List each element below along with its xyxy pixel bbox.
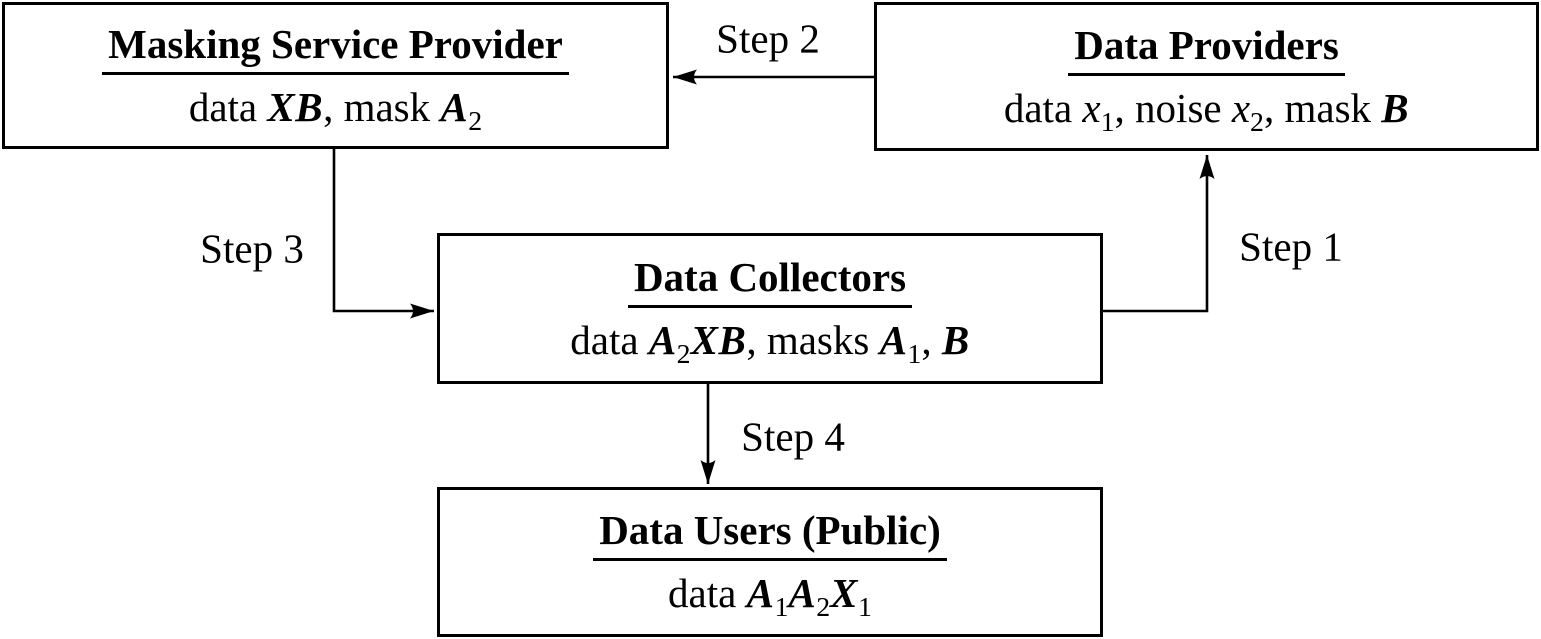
body-text: data xyxy=(668,570,747,616)
math-subscript: 2 xyxy=(1250,106,1264,138)
math-subscript: 1 xyxy=(1100,106,1115,138)
body-text: data xyxy=(1003,84,1083,131)
math-symbol: X xyxy=(830,570,859,616)
math-symbol: XB xyxy=(690,316,747,363)
math-symbol: A xyxy=(440,83,469,130)
data-users-body: data A1A2X1 xyxy=(668,570,872,622)
step3-arrow xyxy=(332,149,434,319)
math-subscript: 1 xyxy=(774,592,789,624)
body-text: data xyxy=(188,83,268,130)
body-text: , mask xyxy=(1263,84,1382,131)
box-data-users: Data Users (Public) data A1A2X1 xyxy=(437,487,1103,637)
body-text: , mask xyxy=(323,83,441,130)
step1-label: Step 1 xyxy=(1239,223,1343,270)
body-text: , masks xyxy=(746,316,880,363)
data-collectors-body: data A2XB, masks A1, B xyxy=(570,316,970,368)
data-users-title: Data Users (Public) xyxy=(593,510,947,561)
box-data-collectors: Data Collectors data A2XB, masks A1, B xyxy=(437,233,1103,384)
masking-service-provider-body: data XB, mask A2 xyxy=(188,83,482,135)
math-symbol: x xyxy=(1231,84,1251,131)
math-symbol: B xyxy=(941,316,970,363)
masking-service-provider-title: Masking Service Provider xyxy=(102,23,569,75)
body-text: , noise xyxy=(1114,84,1232,131)
math-symbol: A xyxy=(746,570,775,616)
step3-label: Step 3 xyxy=(200,225,304,272)
box-masking-service-provider: Masking Service Provider data XB, mask A… xyxy=(2,2,669,149)
data-providers-body: data x1, noise x2, mask B xyxy=(1003,84,1410,136)
body-text: data xyxy=(570,316,649,363)
math-subscript: 2 xyxy=(676,338,691,370)
data-providers-title: Data Providers xyxy=(1068,24,1345,76)
box-data-providers: Data Providers data x1, noise x2, mask B xyxy=(874,2,1539,151)
step4-label: Step 4 xyxy=(741,413,845,460)
step1-arrow xyxy=(1101,155,1215,313)
math-subscript: 2 xyxy=(468,105,483,137)
data-collectors-title: Data Collectors xyxy=(627,256,913,308)
math-symbol: A xyxy=(648,316,677,363)
math-symbol: A xyxy=(788,570,817,616)
math-subscript: 1 xyxy=(858,592,872,624)
step2-label: Step 2 xyxy=(716,15,820,62)
math-symbol: x xyxy=(1082,84,1101,131)
body-text: , xyxy=(921,316,942,363)
math-symbol: B xyxy=(1381,84,1410,131)
math-symbol: A xyxy=(879,316,908,363)
math-subscript: 1 xyxy=(907,338,922,370)
math-symbol: XB xyxy=(267,83,324,130)
math-subscript: 2 xyxy=(816,592,831,624)
